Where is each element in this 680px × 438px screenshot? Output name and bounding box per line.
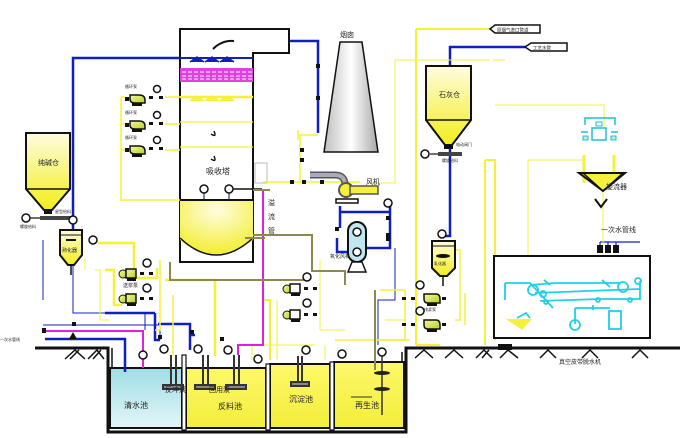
svg-text:循环泵: 循环泵 (125, 134, 137, 140)
spray-layer-top (180, 56, 253, 63)
fan-label: 风机 (366, 177, 380, 186)
backwash-pump-label: 反冲泵 (165, 385, 186, 394)
pump-icon: 循环泵 (125, 83, 163, 106)
ground-hatching (64, 348, 649, 360)
packing-layer (180, 68, 253, 82)
top-tag-1: 原烟气进口管道 (488, 24, 541, 34)
lime-silo-label: 石灰仓 (439, 90, 460, 99)
pump-icon (118, 258, 153, 281)
pump-icon: 循环泵 (125, 109, 163, 132)
basin-pumps (138, 198, 393, 364)
pump-icon: 循环泵 (125, 134, 163, 157)
tank-wall (329, 361, 335, 431)
feeder-label-2: 螺旋给料 (442, 157, 458, 163)
alkali-silo: 纯碱仓 星型给料 螺旋给料 (20, 132, 78, 229)
gauge-icon (253, 354, 263, 364)
slurry-tank (185, 367, 267, 429)
feed-pumps: 送浆泵 (118, 258, 153, 306)
pump-icon (159, 344, 169, 354)
motor-icon (88, 235, 98, 245)
regen-agitator (351, 356, 390, 415)
flow-arrow-icon (210, 130, 216, 137)
oxidation-blower: 氧化风机 (330, 221, 368, 273)
svg-text:溢: 溢 (268, 198, 275, 207)
basins: 清水池 反料池 沉淀池 再生池 反冲泵 回用泵 (109, 354, 405, 431)
right-pump-label: 排浆泵 (424, 306, 436, 312)
tank-label-regeneration: 再生池 (355, 400, 379, 410)
flow-arrow-icon (210, 155, 216, 162)
gauge-icon (138, 350, 148, 360)
feeder-label: 星型给料 (55, 208, 71, 214)
top-tag-1-label: 原烟气进口管道 (497, 27, 529, 34)
svg-text:循环泵: 循环泵 (125, 83, 137, 89)
middle-pumps (282, 272, 317, 322)
water-inlet-valve-icon (69, 332, 77, 339)
screw-feeder (40, 216, 73, 220)
pump-icon (193, 344, 203, 354)
tank-wall (265, 363, 271, 431)
pump-icon (282, 298, 317, 322)
motor-icon (437, 229, 447, 239)
feeder-motor-icon (420, 149, 430, 159)
svg-text:循环泵: 循环泵 (125, 109, 137, 115)
hydrocyclone: 旋流器 (576, 117, 628, 209)
feeder-motor-icon (68, 215, 78, 225)
pump-icon (402, 280, 446, 306)
maturation-tank-label: 熟化器 (62, 247, 77, 254)
feeder-label: 电动阀门 (456, 141, 472, 147)
pump-icon (282, 272, 317, 296)
chimney-label: 烟囱 (340, 30, 354, 39)
top-tag-2: 工艺水管 (523, 42, 568, 52)
primary-water-valves (597, 245, 619, 253)
emulsion-tank-label: 乳化器 (434, 260, 446, 266)
flue-inlet-duct (254, 162, 268, 184)
absorber-circulation-pumps: 循环泵 循环泵 循环泵 (125, 83, 163, 157)
svg-text:流: 流 (268, 212, 275, 221)
demister-arc (212, 39, 235, 50)
oxidation-blower-label: 氧化风机 (330, 253, 350, 260)
svg-text:管: 管 (268, 226, 275, 235)
pump-icon (402, 306, 446, 332)
pump-icon (223, 345, 233, 355)
tank-label-settling: 沉淀池 (289, 394, 313, 404)
vacuum-belt-filter: 真空皮带脱水机 (493, 255, 651, 366)
vacuum-belt-label: 真空皮带脱水机 (559, 358, 601, 366)
tank-wall (181, 354, 187, 431)
gauge-icon (337, 349, 347, 359)
right-pumps: 排浆泵 (402, 280, 446, 332)
absorber-tower: 吸收塔 (179, 28, 290, 263)
absorber-label: 吸收塔 (206, 166, 230, 176)
overflow-pipe (169, 189, 376, 370)
pump-icon (118, 283, 153, 306)
feeder-label-2: 螺旋给料 (20, 223, 36, 229)
screw-feeder (438, 152, 462, 156)
fan: 风机 (310, 171, 380, 204)
alkali-silo-label: 纯碱仓 (38, 158, 59, 167)
chimney: 烟囱 (323, 30, 379, 153)
hydrocyclone-label: 旋流器 (606, 182, 627, 191)
gauge-icon (377, 347, 387, 357)
pressure-gauge-icon (199, 184, 209, 200)
maturation-tank: 熟化器 (59, 229, 98, 275)
feeder-motor-icon (21, 213, 31, 223)
gauge-icon (383, 198, 393, 208)
inlet-pipe-label: 一次水管线 (0, 336, 20, 342)
return-pump-label: 回用泵 (209, 386, 230, 394)
spray-layer-yellow (180, 95, 253, 102)
emulsion-tank: 乳化器 (431, 229, 456, 286)
chevron-down-icon (594, 198, 608, 209)
overflow-pipe-label: 溢 流 管 (268, 198, 275, 235)
tank-label-slurry: 反料池 (218, 401, 242, 411)
primary-water-line-label: 一次水管线 (601, 225, 636, 234)
feed-pump-label: 送浆泵 (123, 282, 138, 289)
tank-agitators (162, 355, 310, 390)
belt-support-block (498, 344, 512, 350)
tank-label-clear-water: 清水池 (124, 400, 148, 410)
top-tag-2-label: 工艺水管 (533, 45, 551, 52)
regeneration-tank (333, 361, 405, 429)
lime-silo: 石灰仓 电动阀门 螺旋给料 (420, 65, 472, 163)
gauge-icon (301, 345, 311, 355)
